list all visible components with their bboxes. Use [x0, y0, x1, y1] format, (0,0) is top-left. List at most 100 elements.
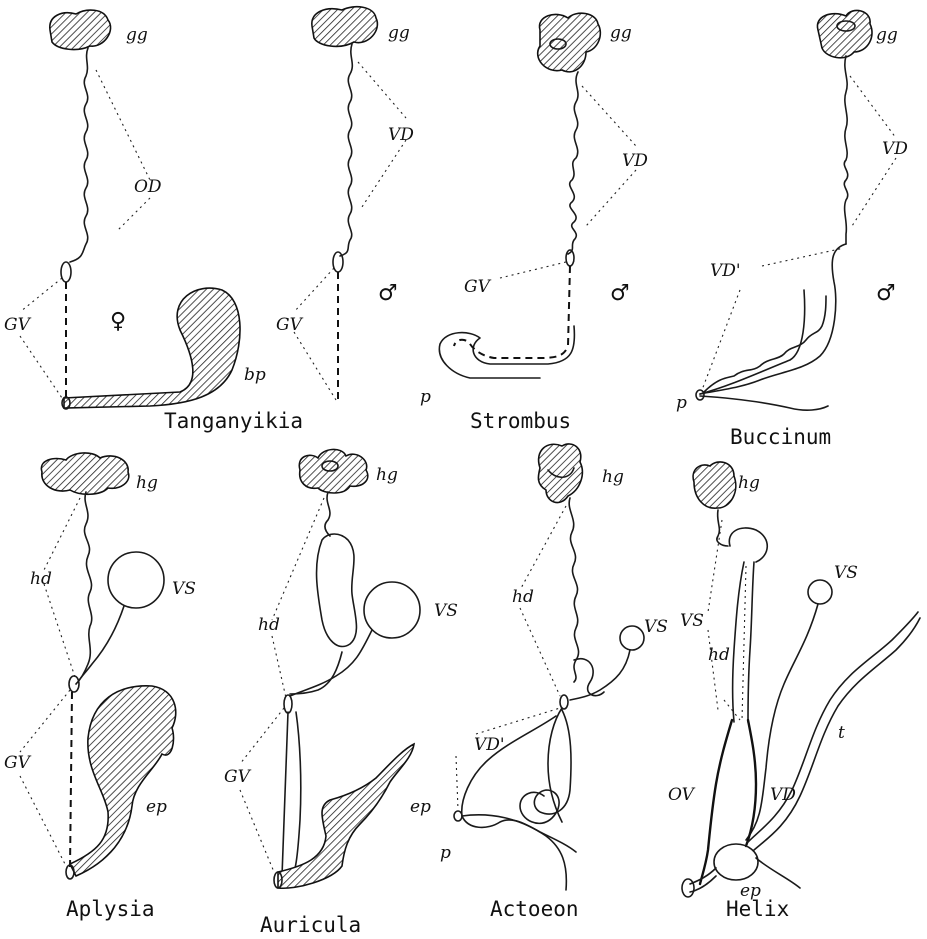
od-pointer-2 [118, 198, 150, 230]
label-gv: GV [4, 315, 32, 335]
vesicula-seminalis [808, 580, 832, 604]
hd-pointer-2 [44, 584, 76, 680]
germ-vessel-dashed [70, 692, 72, 868]
oviduct [70, 48, 88, 262]
panel-caption: Helix [726, 897, 789, 921]
gonad-shape [538, 444, 582, 503]
sperm-channel [742, 566, 746, 720]
germ-vessel-dashed [568, 266, 570, 346]
vs-pointer-1 [708, 520, 722, 612]
panel-auricula: hg hd VS GV ep Auricula [224, 449, 458, 937]
hd-pointer [724, 700, 740, 720]
label-p: p [676, 393, 687, 413]
oviduct [700, 720, 732, 884]
genital-pore [682, 879, 694, 897]
gonad-shape [50, 10, 111, 49]
label-hd: hd [512, 587, 534, 607]
duct-opening [333, 252, 343, 272]
flagellum-outer [748, 612, 918, 842]
vas-deferens [340, 44, 352, 256]
label-ep: ep [146, 797, 167, 817]
panel-caption: Actoeon [490, 897, 579, 921]
vd-pointer-2 [360, 140, 406, 210]
vd-pointer-1 [582, 86, 636, 146]
label-vs: VS [644, 617, 668, 637]
sex-symbol: ♂ [876, 281, 896, 306]
common-duct [290, 652, 342, 694]
hermaphrodite-duct [717, 510, 728, 546]
gv-pointer-2 [240, 790, 274, 872]
gv-pointer-1 [294, 268, 334, 312]
duct-opening [284, 695, 292, 713]
panel-unnamed-male: gg VD GV ♂ [276, 7, 414, 404]
panel-caption: Buccinum [730, 425, 831, 449]
label-p: p [440, 843, 451, 863]
vd-pointer-1 [358, 62, 406, 118]
hermaphrodite-duct [325, 492, 330, 536]
label-bp: bp [244, 365, 266, 385]
penis-tip [696, 390, 704, 400]
gv-pointer-2 [20, 776, 66, 866]
vas-deferens [568, 72, 578, 254]
hd-pointer-2 [272, 636, 286, 698]
penis-outer [439, 326, 574, 378]
vs-duct [570, 650, 630, 700]
label-gv: GV [276, 315, 304, 335]
label-ep: ep [410, 797, 431, 817]
hd-pointer-1 [520, 506, 566, 590]
hd-pointer-1 [272, 498, 324, 620]
label-hd: hd [30, 569, 52, 589]
label-ov: OV [668, 785, 696, 805]
label-vs: VS [172, 579, 196, 599]
label-vd: VD [770, 785, 796, 805]
vd-pointer-2 [852, 158, 896, 226]
label-hd: hd [258, 615, 280, 635]
label-t: t [838, 723, 845, 743]
panel-caption: Auricula [260, 913, 361, 937]
gv-pointer [500, 262, 566, 278]
ovotestis-duct-right [748, 562, 754, 722]
panel-strombus: gg VD GV p ♂ Strombus [420, 13, 648, 433]
vas-deferens [844, 56, 847, 244]
gonad-shape [41, 453, 128, 494]
panel-tanganyikia: gg OD GV bp ♀ Tanganyikia [4, 10, 303, 433]
sex-symbol: ♀ [110, 309, 126, 334]
panel-caption: Strombus [470, 409, 571, 433]
gv-pointer-1 [240, 708, 284, 764]
duct-opening [61, 262, 71, 282]
label-od: OD [134, 177, 162, 197]
vas-deferens [292, 712, 301, 878]
penis-sheath [700, 290, 805, 394]
gonad-shape [538, 13, 601, 72]
hermaphrodite-duct [76, 492, 92, 684]
flagellum-inner [754, 618, 920, 850]
label-vs-left: VS [680, 611, 704, 631]
dart-sac [756, 858, 800, 888]
label-vd: VD [388, 125, 414, 145]
duct-end [66, 865, 74, 879]
duct-opening [69, 676, 79, 692]
gonad-shape [312, 7, 378, 47]
panel-aplysia: hg hd VS GV ep Aplysia [4, 453, 196, 921]
vagina [282, 712, 288, 876]
duct-opening [560, 695, 568, 709]
vesicula-seminalis [620, 626, 644, 650]
albumen-gland [729, 528, 767, 562]
label-gg: gg [388, 23, 410, 43]
panel-helix: hg VS hd VS OV VD t ep Helix [668, 462, 920, 921]
label-gv: GV [464, 277, 492, 297]
panel-actoeon: hg hd VS VD' p Actoeon [440, 444, 668, 921]
gonad-shape [817, 10, 872, 57]
label-p: p [420, 387, 431, 407]
everted-penis [70, 686, 176, 876]
label-gg: gg [126, 25, 148, 45]
vs-pointer-2 [708, 630, 718, 710]
label-hd: hd [708, 645, 730, 665]
everted-penis [278, 744, 414, 888]
bursa-tube [64, 288, 240, 408]
vesicula-seminalis [108, 552, 164, 608]
label-gv: GV [224, 767, 252, 787]
gv-pointer-1 [20, 278, 62, 312]
label-gg: gg [610, 23, 632, 43]
